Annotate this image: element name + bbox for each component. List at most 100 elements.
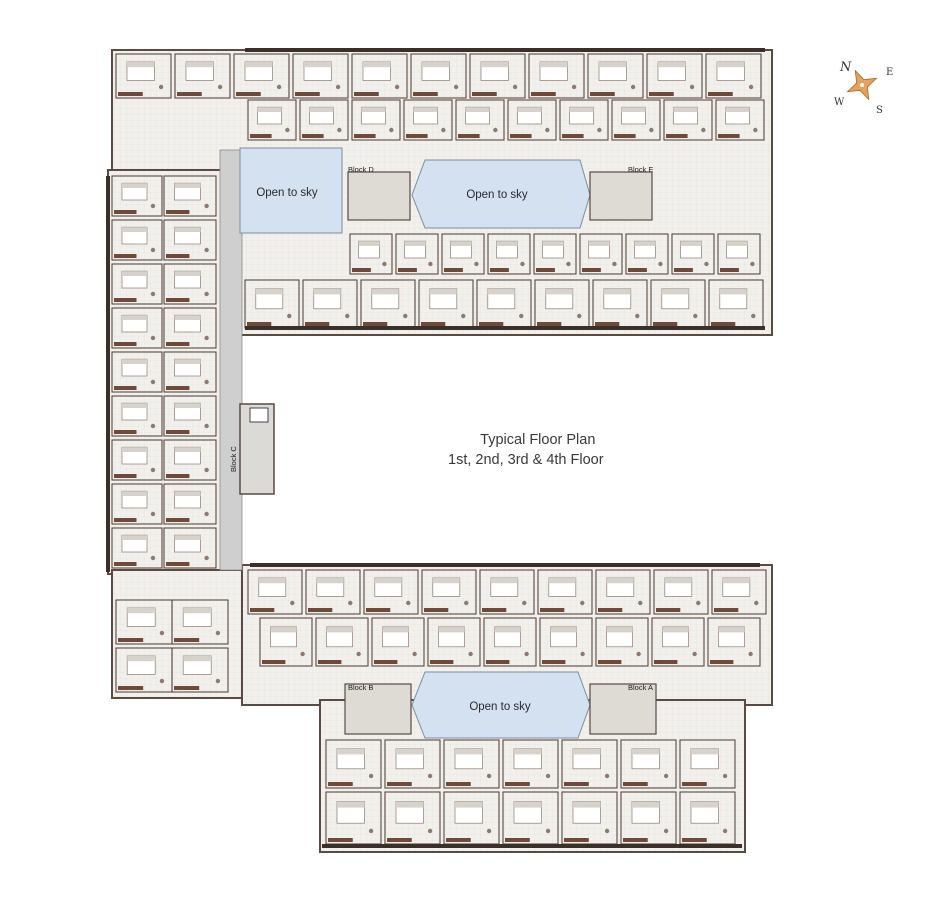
pillow-icon (658, 61, 686, 68)
room-cell (711, 569, 767, 615)
wardrobe-icon (262, 660, 286, 664)
pillow-icon (183, 607, 212, 614)
pillow-icon (634, 241, 656, 246)
side-table-icon (406, 600, 411, 606)
wardrobe-icon (363, 322, 388, 326)
open-to-sky-3 (411, 671, 591, 739)
pillow-icon (455, 801, 483, 808)
side-table-icon (368, 773, 374, 779)
side-table-icon (635, 313, 640, 319)
pillow-icon (313, 288, 341, 295)
wardrobe-icon (666, 134, 688, 138)
side-table-icon (150, 423, 156, 429)
pillow-icon (127, 607, 156, 614)
side-table-icon (215, 678, 221, 684)
pillow-icon (413, 107, 438, 112)
room-cell (111, 351, 163, 393)
pillow-icon (722, 577, 750, 584)
room-cell (163, 395, 217, 437)
pillow-icon (603, 288, 631, 295)
side-table-icon (337, 127, 342, 133)
wardrobe-icon (446, 838, 471, 842)
room-cell (620, 739, 677, 789)
side-table-icon (158, 84, 164, 90)
wardrobe-icon (714, 608, 739, 612)
compass-s-label: S (876, 105, 883, 116)
side-table-icon (604, 773, 610, 779)
open-to-sky-2 (411, 159, 591, 229)
wardrobe-icon (166, 386, 190, 390)
room-cell (421, 569, 477, 615)
side-table-icon (638, 600, 643, 606)
compass-w-label: W (834, 97, 845, 108)
pillow-icon (361, 107, 386, 112)
block-b-lobby (344, 683, 412, 735)
block-d-lobby (347, 171, 411, 221)
pillow-icon (606, 626, 633, 633)
pillow-icon (514, 801, 542, 808)
pillow-icon (680, 241, 702, 246)
pillow-icon (569, 107, 594, 112)
room-cell (707, 617, 761, 667)
side-table-icon (566, 261, 571, 267)
room-cell (115, 53, 172, 99)
side-table-icon (597, 127, 602, 133)
pillow-icon (496, 241, 518, 246)
wardrobe-icon (564, 782, 589, 786)
room-cell (717, 233, 761, 275)
pillow-icon (371, 288, 399, 295)
wardrobe-icon (482, 608, 507, 612)
side-table-icon (689, 84, 695, 90)
pillow-icon (573, 748, 601, 755)
pillow-icon (122, 359, 147, 364)
side-table-icon (520, 261, 525, 267)
pillow-icon (304, 61, 332, 68)
block-b-label: Block B (348, 683, 373, 692)
block-c-lift (249, 407, 269, 423)
west-corridor (219, 149, 243, 571)
side-table-icon (204, 379, 209, 385)
pillow-icon (664, 577, 692, 584)
plan-title-line-1: Typical Floor Plan (480, 432, 596, 448)
wardrobe-icon (398, 268, 417, 272)
pillow-icon (429, 288, 457, 295)
balcony-edge (245, 48, 765, 52)
pillow-icon (725, 107, 750, 112)
side-table-icon (580, 651, 585, 657)
pillow-icon (691, 748, 719, 755)
side-table-icon (348, 600, 353, 606)
side-table-icon (159, 630, 165, 636)
pillow-icon (481, 61, 509, 68)
room-cell (111, 307, 163, 349)
wardrobe-icon (582, 268, 601, 272)
room-cell (395, 233, 439, 275)
side-table-icon (696, 600, 701, 606)
side-table-icon (636, 651, 641, 657)
side-table-icon (335, 84, 341, 90)
room-cell (325, 739, 382, 789)
wardrobe-icon (302, 134, 324, 138)
pillow-icon (127, 655, 156, 662)
wardrobe-icon (166, 518, 190, 522)
pillow-icon (661, 288, 689, 295)
wardrobe-icon (590, 92, 615, 96)
pillow-icon (588, 241, 610, 246)
room-cell (247, 569, 303, 615)
room-cell (171, 647, 229, 693)
room-cell (111, 527, 163, 569)
pillow-icon (718, 626, 745, 633)
wardrobe-icon (166, 474, 190, 478)
pillow-icon (545, 288, 573, 295)
pillow-icon (691, 801, 719, 808)
room-cell (537, 569, 593, 615)
room-cell (315, 617, 369, 667)
wardrobe-icon (166, 430, 190, 434)
room-cell (483, 617, 537, 667)
pillow-icon (494, 626, 521, 633)
room-cell (651, 617, 705, 667)
wardrobe-icon (118, 686, 144, 690)
side-table-icon (649, 127, 654, 133)
side-table-icon (612, 261, 617, 267)
block-e-lobby (589, 171, 653, 221)
pillow-icon (573, 801, 601, 808)
